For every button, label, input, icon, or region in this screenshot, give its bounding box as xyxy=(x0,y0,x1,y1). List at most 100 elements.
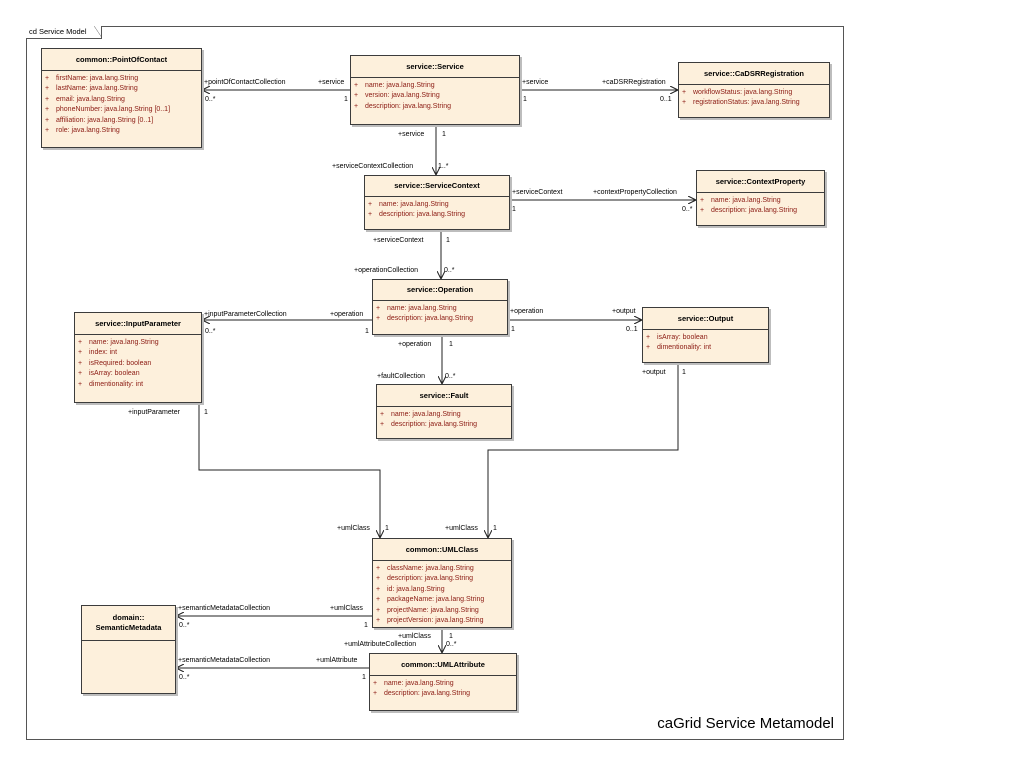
multiplicity-label: 0..* xyxy=(179,674,190,681)
multiplicity-label: 1 xyxy=(523,96,527,103)
role-label: +pointOfContactCollection xyxy=(204,79,286,86)
class-output[interactable]: service::Output +isArray: boolean +dimen… xyxy=(642,307,769,363)
multiplicity-label: 0..1 xyxy=(626,326,638,333)
attribute: +name: java.lang.String xyxy=(700,197,781,204)
multiplicity-label: 0..1 xyxy=(660,96,672,103)
class-service-context[interactable]: service::ServiceContext +name: java.lang… xyxy=(364,175,510,230)
role-label: +inputParameter xyxy=(128,409,180,416)
multiplicity-label: 1 xyxy=(442,131,446,138)
attribute: +description: java.lang.String xyxy=(373,690,470,698)
role-label: +service xyxy=(398,131,425,138)
class-name: service::InputParameter xyxy=(95,318,181,328)
multiplicity-label: 1 xyxy=(512,206,516,213)
attribute: +description: java.lang.String xyxy=(368,211,465,219)
class-uml-attribute[interactable]: common::UMLAttribute +name: java.lang.St… xyxy=(369,653,517,711)
role-label: +umlClass xyxy=(445,525,478,532)
attribute: +isArray: boolean xyxy=(78,370,140,378)
multiplicity-label: 1 xyxy=(344,96,348,103)
attribute: +description: java.lang.String xyxy=(376,575,473,583)
multiplicity-label: 0..* xyxy=(444,267,455,274)
multiplicity-label: 0..* xyxy=(205,328,216,335)
attribute: +name: java.lang.String xyxy=(376,305,457,312)
multiplicity-label: 1 xyxy=(449,633,453,640)
class-name: service::Operation xyxy=(406,285,474,294)
role-label: +contextPropertyCollection xyxy=(593,189,677,196)
attribute-list: +className: java.lang.String +descriptio… xyxy=(373,561,511,626)
attribute: +phoneNumber: java.lang.String [0..1] xyxy=(45,106,171,114)
attribute: +email: java.lang.String xyxy=(45,95,125,103)
multiplicity-label: 0..* xyxy=(445,373,456,380)
multiplicity-label: 1 xyxy=(364,622,368,629)
class-operation[interactable]: service::Operation +name: java.lang.Stri… xyxy=(372,279,508,335)
attribute: +dimentionality: int xyxy=(78,380,144,388)
role-label: +umlClass xyxy=(398,633,431,640)
multiplicity-label: 1 xyxy=(511,326,515,333)
attribute: +affiliation: java.lang.String [0..1] xyxy=(45,116,154,124)
attribute: +className: java.lang.String xyxy=(376,565,474,572)
class-service[interactable]: service::Service +name: java.lang.String… xyxy=(350,55,520,125)
attribute: +name: java.lang.String xyxy=(368,201,449,208)
attribute-list: +name: java.lang.String +version: java.l… xyxy=(351,78,519,112)
multiplicity-label: 1 xyxy=(365,328,369,335)
class-point-of-contact[interactable]: common::PointOfContact +firstName: java.… xyxy=(41,48,202,148)
role-label: +service xyxy=(318,79,345,86)
class-semantic-metadata[interactable]: domain:: SemanticMetadata xyxy=(81,605,176,694)
class-name: service::CaDSRRegistration xyxy=(703,68,805,78)
role-label: +serviceContextCollection xyxy=(332,163,414,170)
attribute: +description: java.lang.String xyxy=(354,102,451,110)
role-label: +umlClass xyxy=(330,605,363,612)
role-label: +operation xyxy=(330,311,364,318)
role-label: +umlAttribute xyxy=(316,657,358,664)
class-name: service::Output xyxy=(677,313,734,323)
attribute: +role: java.lang.String xyxy=(45,127,120,135)
multiplicity-label: 1 xyxy=(385,525,389,532)
attribute: +name: java.lang.String xyxy=(380,411,461,418)
multiplicity-label: 1 xyxy=(449,341,453,348)
class-cadsr-registration[interactable]: service::CaDSRRegistration +workflowStat… xyxy=(678,62,830,118)
attribute: +description: java.lang.String xyxy=(700,207,797,215)
role-label: +service xyxy=(522,79,549,86)
role-label: +serviceContext xyxy=(512,189,563,196)
class-name: common::UMLClass xyxy=(405,544,479,554)
attribute-list: +firstName: java.lang.String +lastName: … xyxy=(42,71,201,136)
attribute: +name: java.lang.String xyxy=(373,680,454,687)
attribute: +firstName: java.lang.String xyxy=(45,75,139,82)
attribute-list: +name: java.lang.String +description: ja… xyxy=(365,197,509,221)
class-name: service::ServiceContext xyxy=(394,181,480,190)
multiplicity-label: 1 xyxy=(493,525,497,532)
attribute-list: +name: java.lang.String +description: ja… xyxy=(370,676,516,700)
attribute: +projectVersion: java.lang.String xyxy=(376,617,484,625)
multiplicity-label: 1..* xyxy=(438,163,449,170)
multiplicity-label: 1 xyxy=(362,674,366,681)
role-label: +inputParameterCollection xyxy=(204,311,287,318)
class-input-parameter[interactable]: service::InputParameter +name: java.lang… xyxy=(74,312,202,403)
attribute: +projectName: java.lang.String xyxy=(376,606,479,614)
multiplicity-label: 0..* xyxy=(205,96,216,103)
attribute-list: +name: java.lang.String +description: ja… xyxy=(373,301,507,325)
attribute: +dimentionality: int xyxy=(646,344,712,352)
class-fault[interactable]: service::Fault +name: java.lang.String +… xyxy=(376,384,512,439)
class-name: service::ContextProperty xyxy=(715,176,806,186)
multiplicity-label: 1 xyxy=(204,409,208,416)
multiplicity-label: 0..* xyxy=(682,206,693,213)
attribute: +id: java.lang.String xyxy=(376,585,445,593)
attribute-list: +name: java.lang.String +index: int +isR… xyxy=(75,335,201,390)
attribute: +description: java.lang.String xyxy=(380,421,477,429)
role-label: +operation xyxy=(398,341,432,348)
attribute-list: +name: java.lang.String +description: ja… xyxy=(377,407,511,431)
diagram-caption: caGrid Service Metamodel xyxy=(657,715,834,732)
attribute: +isArray: boolean xyxy=(646,334,708,341)
class-name: common::UMLAttribute xyxy=(401,659,485,669)
class-uml-class[interactable]: common::UMLClass +className: java.lang.S… xyxy=(372,538,512,628)
class-name-line2: SemanticMetadata xyxy=(95,623,162,632)
role-label: +faultCollection xyxy=(377,373,426,380)
attribute: +workflowStatus: java.lang.String xyxy=(682,89,793,96)
class-context-property[interactable]: service::ContextProperty +name: java.lan… xyxy=(696,170,825,226)
attribute: +description: java.lang.String xyxy=(376,315,473,323)
role-label: +operationCollection xyxy=(354,267,419,274)
attribute: +packageName: java.lang.String xyxy=(376,596,485,604)
attribute: +registrationStatus: java.lang.String xyxy=(682,99,800,107)
multiplicity-label: 1 xyxy=(446,237,450,244)
attribute: +lastName: java.lang.String xyxy=(45,85,138,93)
